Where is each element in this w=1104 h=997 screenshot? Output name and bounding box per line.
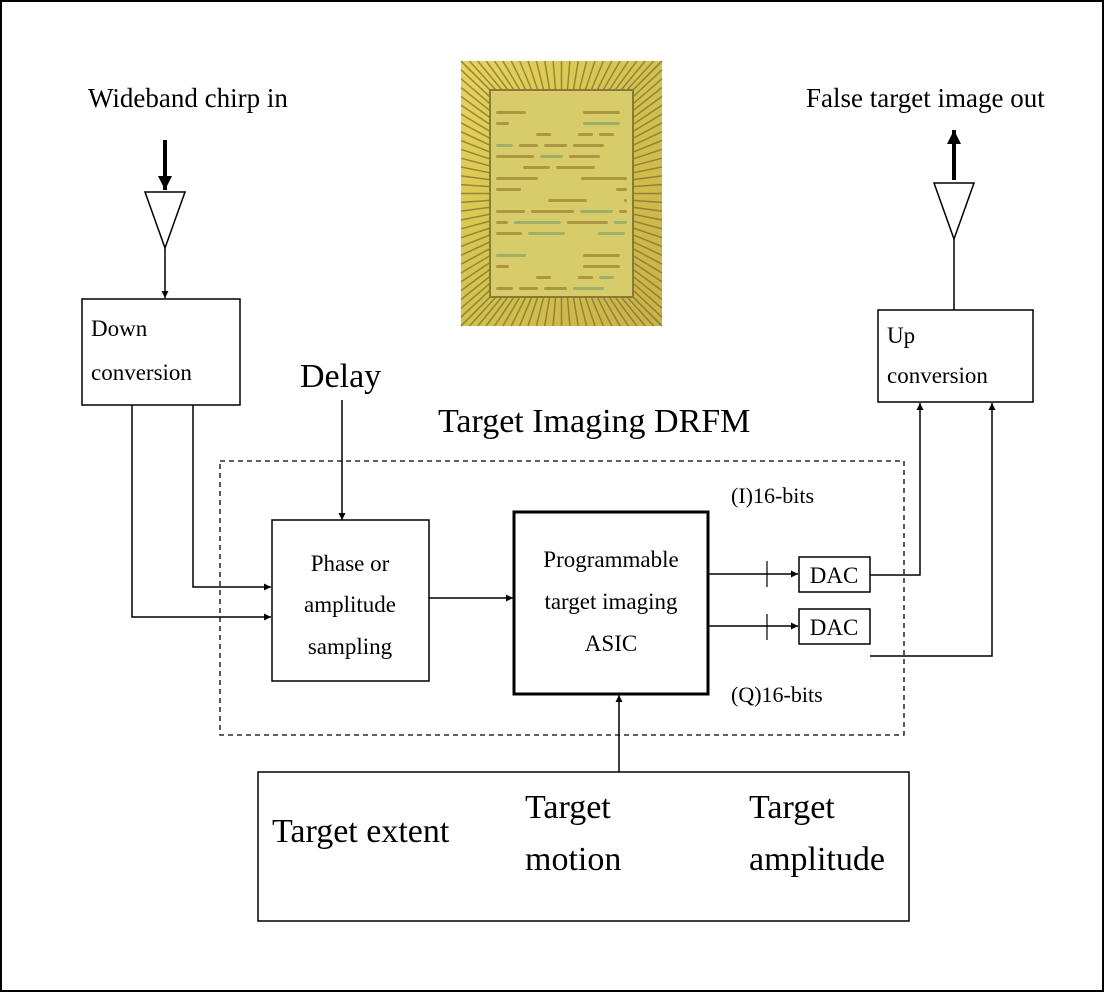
delay-label: Delay [300, 358, 381, 395]
dac-i-to-upconv-line [870, 403, 924, 576]
dac-i-label: DAC [810, 563, 859, 588]
sampling-line2: amplitude [304, 592, 396, 617]
asic-die-photo [460, 60, 663, 327]
asic-line3: ASIC [585, 631, 637, 656]
drfm-title: Target Imaging DRFM [438, 403, 750, 440]
output-amplifier-icon [932, 182, 976, 242]
up-conversion-block [877, 309, 1034, 403]
downconv-to-sampling-line-1 [192, 405, 271, 591]
sampling-line1: Phase or [311, 551, 390, 576]
dac-i-block [798, 556, 871, 593]
downconv-to-sampling-line-2 [131, 405, 271, 621]
param-motion-line1: Target [525, 789, 611, 826]
asic-block [512, 510, 710, 696]
up-conversion-line2: conversion [887, 363, 988, 388]
asic-line1: Programmable [543, 547, 678, 572]
q-bits-label: (Q)16-bits [731, 682, 823, 707]
param-amplitude-line2: amplitude [749, 841, 885, 878]
dac-q-to-upconv-line [870, 403, 996, 657]
input-signal-label: Wideband chirp in [88, 83, 288, 113]
target-parameters-block [257, 771, 910, 922]
param-extent-label: Target extent [272, 813, 450, 850]
i-bits-label: (I)16-bits [731, 483, 814, 508]
dac-q-label: DAC [810, 615, 859, 640]
output-signal-label: False target image out [806, 83, 1045, 113]
down-conversion-block [81, 298, 241, 406]
sampling-line3: sampling [308, 634, 393, 659]
dac-q-block [798, 608, 871, 645]
asic-line2: target imaging [544, 589, 678, 614]
up-conversion-line1: Up [887, 323, 915, 348]
input-amplifier-icon [143, 191, 187, 251]
down-conversion-line2: conversion [91, 360, 192, 385]
down-conversion-line1: Down [91, 316, 148, 341]
drfm-boundary [219, 460, 905, 736]
param-amplitude-line1: Target [749, 789, 835, 826]
param-motion-line2: motion [525, 841, 621, 878]
sampling-block [271, 519, 430, 682]
